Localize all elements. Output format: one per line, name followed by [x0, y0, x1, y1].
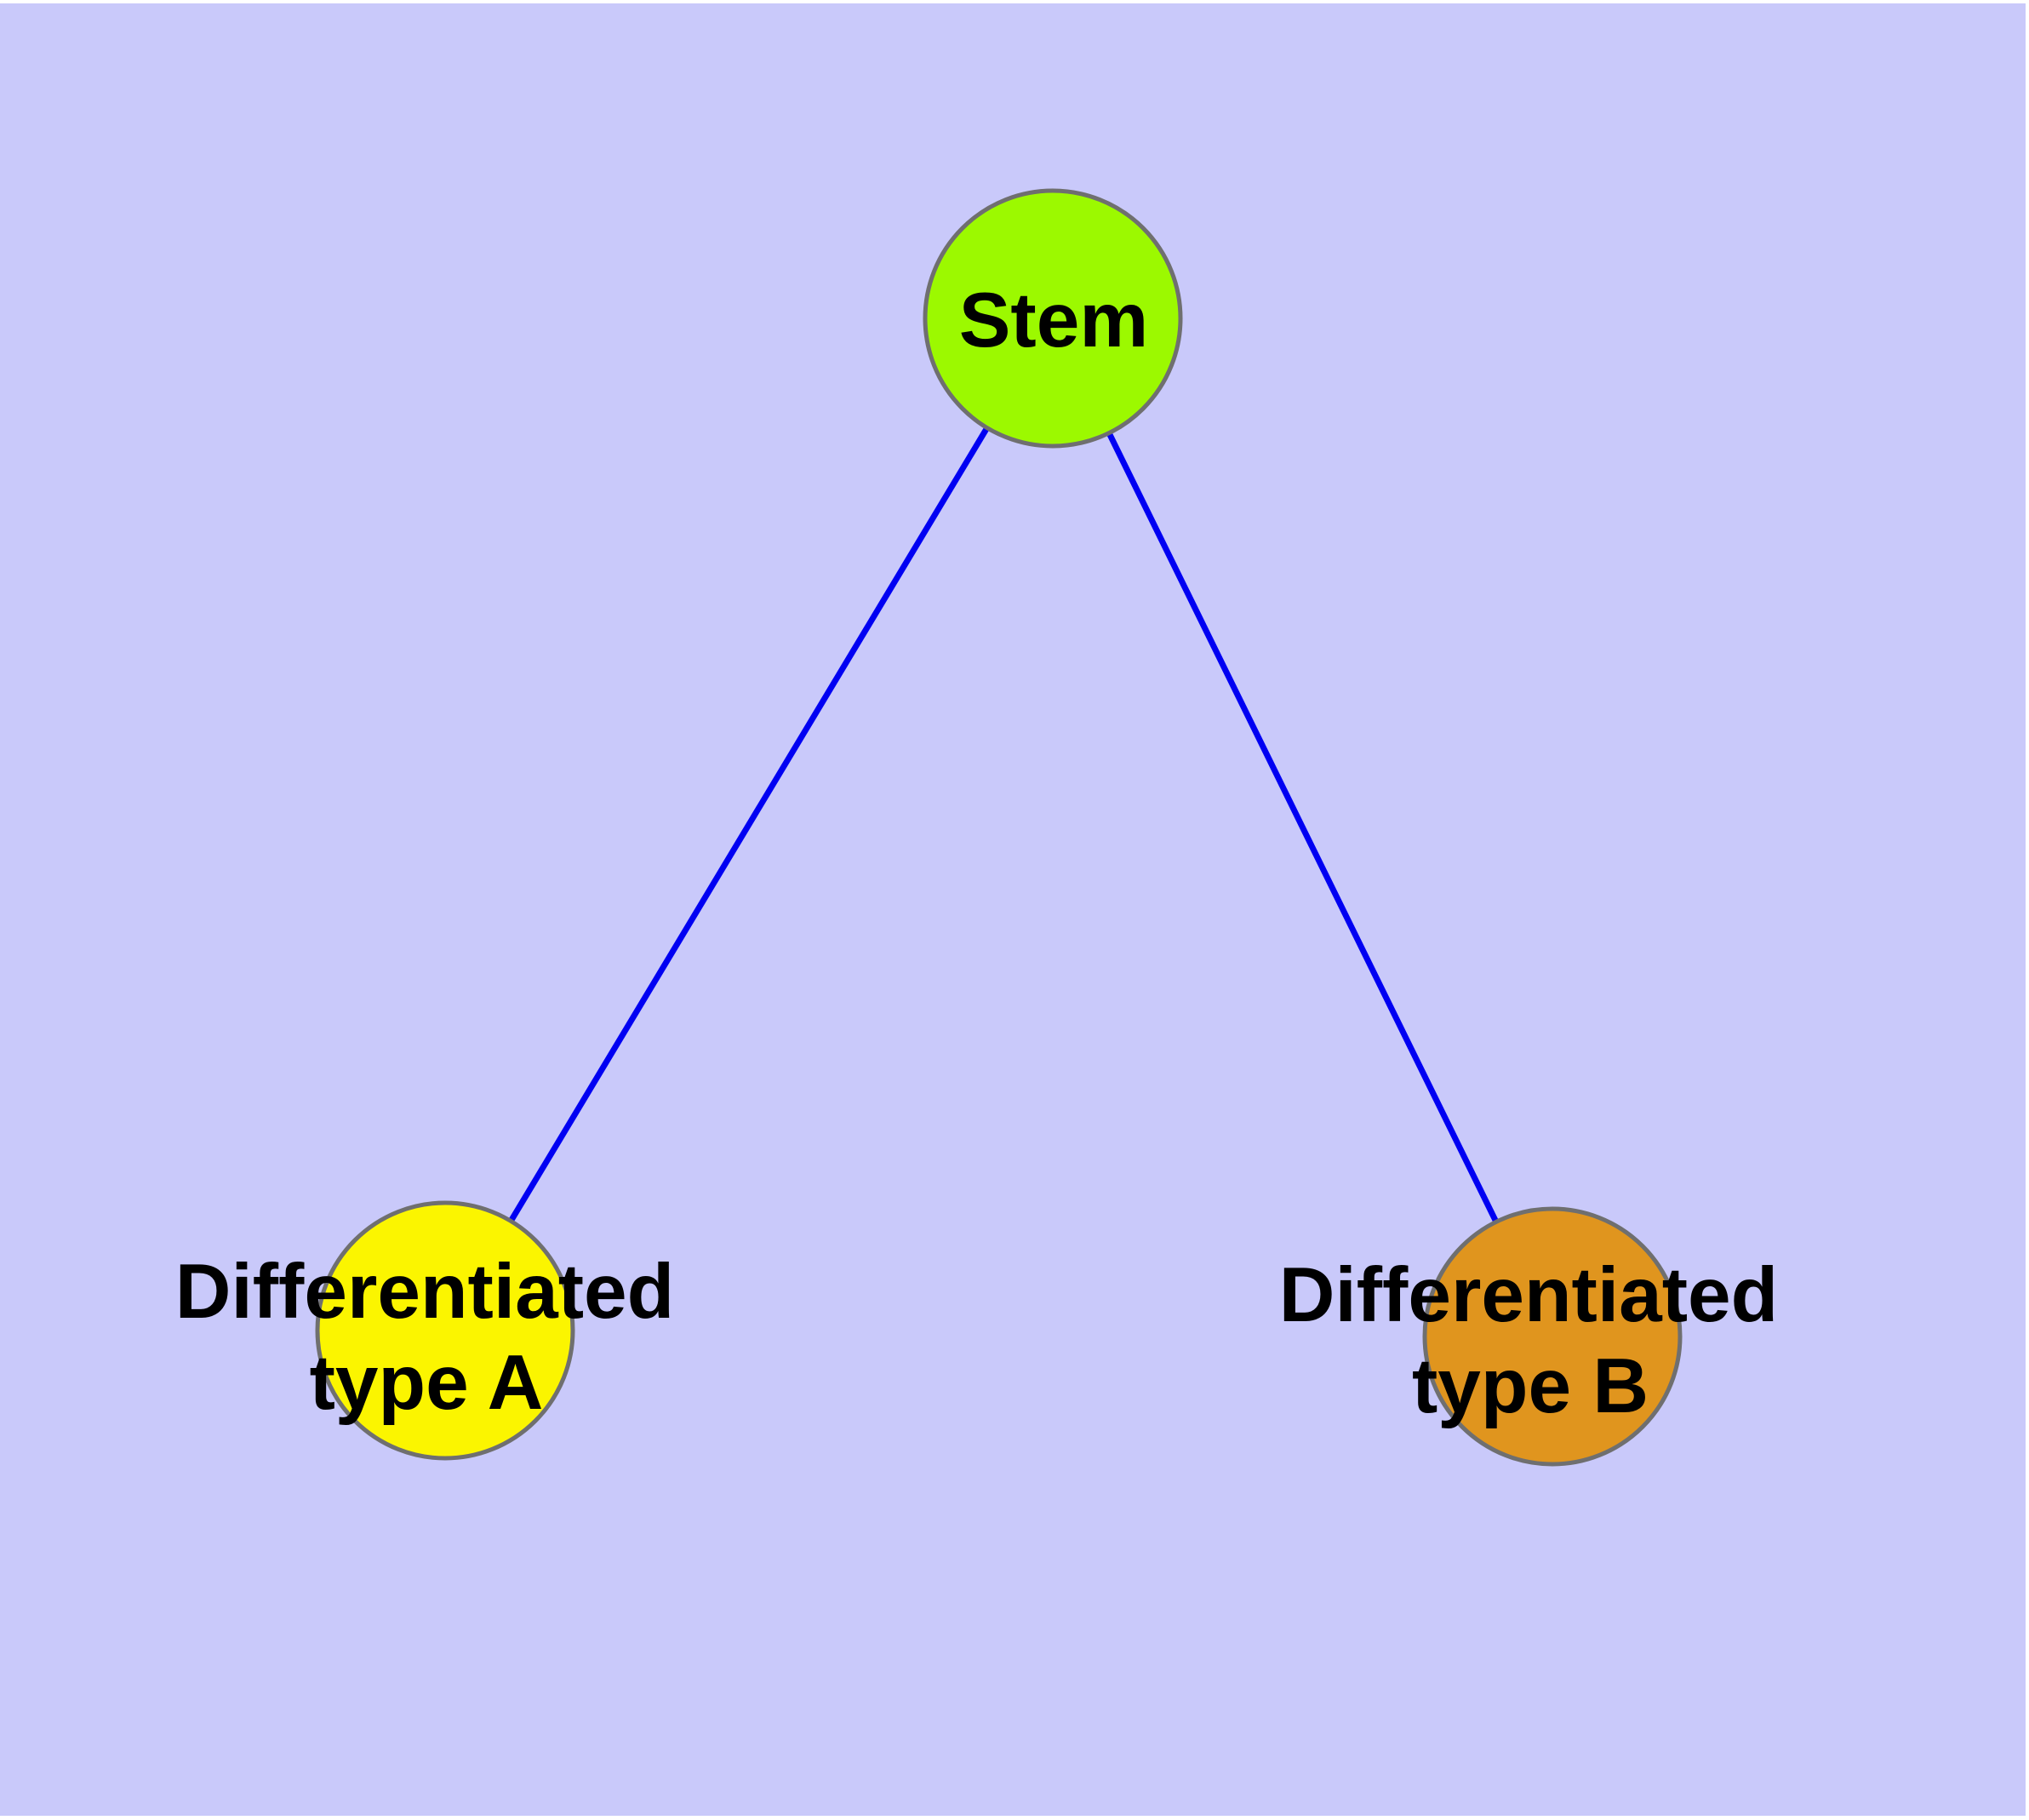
- node-stem-label: Stem: [959, 278, 1149, 363]
- node-type-b-circle: [1422, 1206, 1683, 1467]
- node-type-a-label-line1: Differentiated: [175, 1249, 675, 1335]
- node-type-b: Differentiated type B: [1279, 1206, 1779, 1467]
- node-type-a-circle: [315, 1200, 575, 1461]
- node-stem: Stem: [923, 188, 1183, 449]
- node-type-a-label-line2: type A: [310, 1340, 544, 1426]
- edge-stem-to-type-a: [442, 317, 1056, 1332]
- node-type-b-label-line2: type B: [1412, 1343, 1649, 1429]
- node-type-b-label-line1: Differentiated: [1279, 1252, 1779, 1338]
- node-stem-circle: [923, 188, 1183, 449]
- edge-group: [442, 317, 1556, 1338]
- node-type-a: Differentiated type A: [175, 1200, 675, 1461]
- edge-stem-to-type-b: [1049, 317, 1556, 1338]
